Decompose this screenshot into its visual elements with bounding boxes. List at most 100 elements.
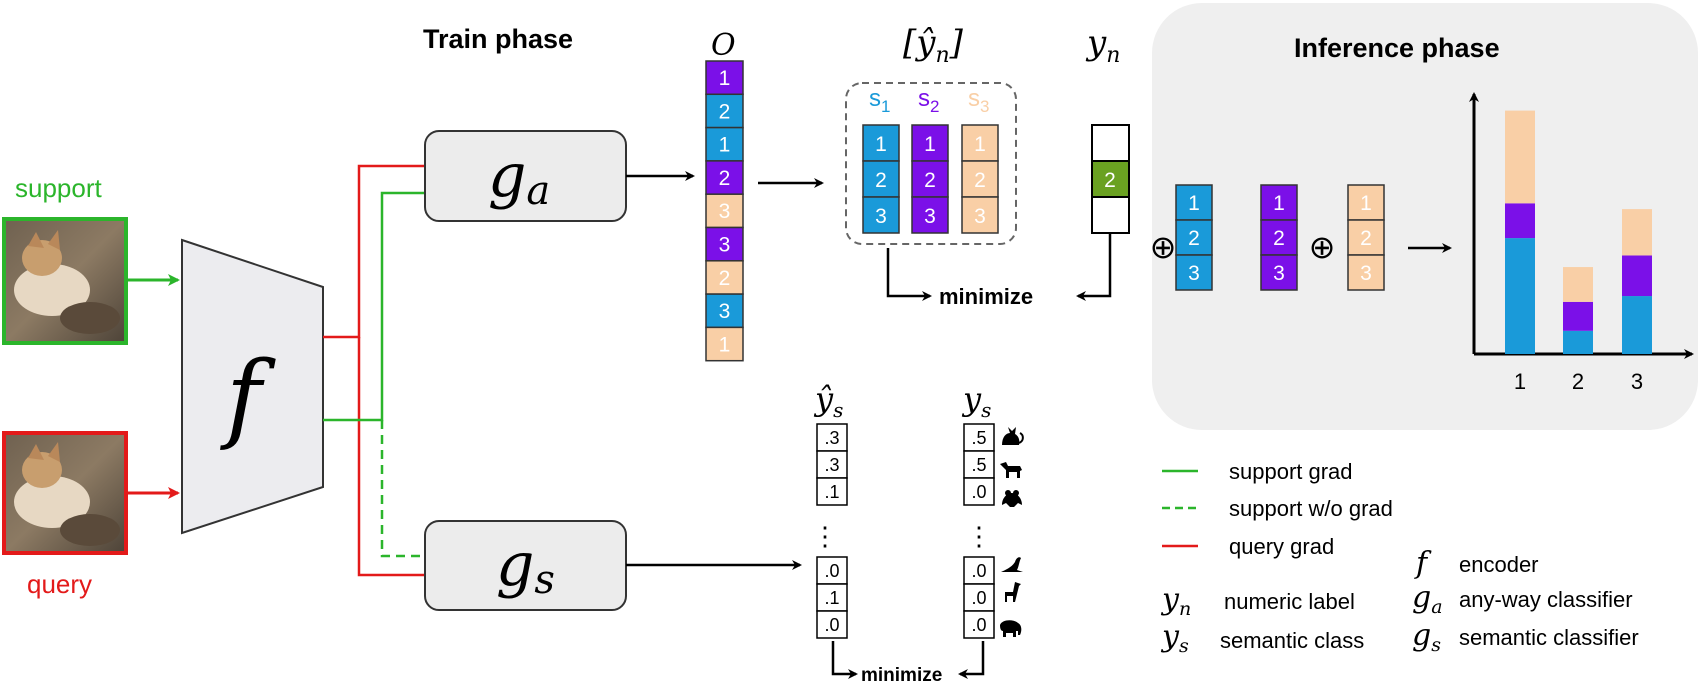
pred-cell-value: 3 <box>924 205 936 228</box>
pred-column-label: s1 <box>869 85 890 116</box>
legend-ga-symbol: ga <box>1412 580 1443 618</box>
inference-cell <box>1347 219 1385 256</box>
output-cell <box>705 93 744 129</box>
minimize-top-label: minimize <box>939 284 1033 309</box>
output-cell-value: 3 <box>719 200 731 223</box>
pred-cell <box>961 196 999 234</box>
ys-ellipsis: ⋮ <box>966 521 992 551</box>
inference-bar-chart: 1 2 3 <box>1469 92 1694 394</box>
inference-phase-title: Inference phase <box>1294 33 1500 63</box>
output-label: O <box>711 28 736 63</box>
chart-bar-segment <box>1563 330 1593 354</box>
cat-icon <box>1002 427 1024 445</box>
inference-cell-value: 3 <box>1360 262 1372 285</box>
inference-cell <box>1347 184 1385 221</box>
ys-hat-cell-value: .3 <box>824 455 839 475</box>
legend-yn-symbol: yn <box>1160 582 1191 620</box>
inference-cell <box>1175 184 1213 221</box>
ys-hat-cell-value: .0 <box>824 615 839 635</box>
gs-symbol: gs <box>496 530 555 603</box>
ys-label: ys <box>961 380 991 422</box>
inference-cell <box>1260 254 1298 291</box>
pred-cell-value: 2 <box>974 169 986 192</box>
output-cell <box>705 193 744 229</box>
chart-bar-segment <box>1622 296 1652 354</box>
inference-cell-value: 2 <box>1273 227 1285 250</box>
pred-group-box <box>845 82 1017 245</box>
chart-tick-label: 2 <box>1572 369 1584 394</box>
legend-gs-symbol: gs <box>1412 618 1441 656</box>
ys-hat-column: .3.3.1.0.1.0 <box>816 423 848 639</box>
output-cell-value: 3 <box>719 234 731 257</box>
ys-hat-cell-value: .3 <box>824 428 839 448</box>
ys-column: .5.5.0.0.0.0 <box>963 423 995 639</box>
inference-cell-value: 3 <box>1188 262 1200 285</box>
legend-gs-desc: semantic classifier <box>1459 625 1639 650</box>
inference-cell-value: 1 <box>1188 192 1200 215</box>
inference-cell-value: 1 <box>1360 192 1372 215</box>
ys-hat-cell <box>816 610 848 639</box>
yn-value: 2 <box>1104 169 1116 192</box>
pred-cell-value: 3 <box>974 205 986 228</box>
pred-cell <box>961 124 999 162</box>
chart-bar-segment <box>1505 238 1535 354</box>
ga-symbol: ga <box>488 141 550 214</box>
chart-bar-segment <box>1622 209 1652 256</box>
ys-hat-cell-value: .1 <box>824 482 839 502</box>
pred-cell <box>911 196 949 234</box>
elephant-icon <box>1000 620 1022 637</box>
chart-tick-label: 3 <box>1631 369 1643 394</box>
ys-cell-value: .5 <box>971 455 986 475</box>
minimize-bottom-label: minimize <box>861 665 942 684</box>
legend-support-grad-text: support grad <box>1229 459 1353 484</box>
legend-ga-desc: any-way classifier <box>1459 587 1633 612</box>
pred-cell-value: 2 <box>924 169 936 192</box>
yn-label: yn <box>1085 23 1120 68</box>
chart-tick-label: 1 <box>1514 369 1526 394</box>
inference-cell-value: 2 <box>1360 227 1372 250</box>
oplus-2: ⊕ <box>1309 229 1336 265</box>
query-grad-line-bottom <box>357 337 425 577</box>
ys-hat-cell <box>816 477 848 506</box>
encoder-block <box>181 238 324 535</box>
ys-cell <box>963 450 995 479</box>
legend-support-nograd-text: support w/o grad <box>1229 496 1393 521</box>
pred-cell-value: 1 <box>924 133 936 156</box>
pred-cell-value: 3 <box>875 205 887 228</box>
output-cell <box>705 293 744 329</box>
query-label: query <box>27 569 92 599</box>
pred-cell <box>862 160 900 198</box>
minimize-top-left-arrow <box>886 248 932 301</box>
legend-ys-symbol: ys <box>1160 619 1189 657</box>
ys-hat-cell-value: .1 <box>824 588 839 608</box>
legend-f-symbol: f <box>1414 546 1432 581</box>
output-cell-value: 2 <box>719 267 731 290</box>
ys-cell-value: .5 <box>971 428 986 448</box>
pred-cell-value: 2 <box>875 169 887 192</box>
output-cell <box>705 126 744 162</box>
ys-cell <box>963 477 995 506</box>
inference-cell-value: 1 <box>1273 192 1285 215</box>
ys-cell <box>963 556 995 585</box>
inference-cell <box>1347 254 1385 291</box>
pred-label: [ŷn] <box>903 23 964 68</box>
output-cell-value: 1 <box>719 333 731 356</box>
pred-column-label: s3 <box>968 85 989 116</box>
query-image <box>2 431 128 555</box>
legend-yn-desc: numeric label <box>1224 589 1355 614</box>
ys-hat-cell <box>816 450 848 479</box>
chart-bar-segment <box>1505 203 1535 239</box>
ys-cell <box>963 610 995 639</box>
ys-cell-value: .0 <box>971 615 986 635</box>
chart-bar-segment <box>1563 267 1593 302</box>
minimize-top-right-arrow <box>1076 233 1112 301</box>
legend-f-desc: encoder <box>1459 552 1539 577</box>
ys-cell-value: .0 <box>971 561 986 581</box>
pred-cell <box>862 196 900 234</box>
inference-cell <box>1175 254 1213 291</box>
giraffe-icon <box>1005 582 1021 602</box>
